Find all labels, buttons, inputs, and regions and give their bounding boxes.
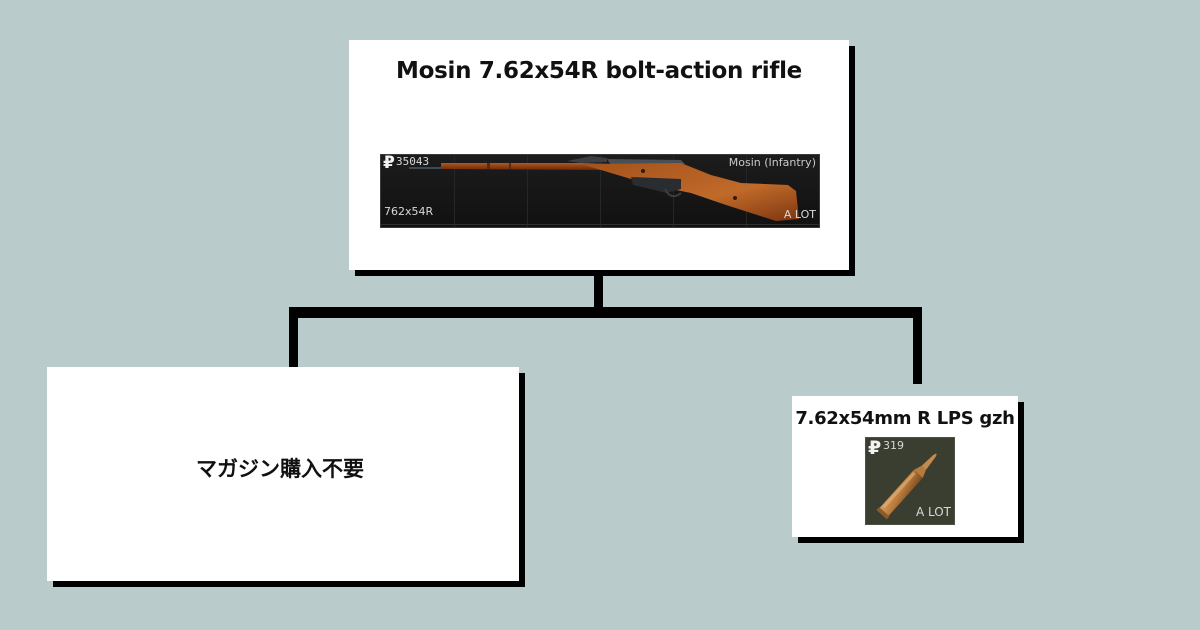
connector-horizontal-bar	[289, 307, 922, 318]
rifle-short-name: Mosin (Infantry)	[728, 156, 816, 169]
connector-left-branch	[289, 307, 298, 369]
rifle-cartridge-icon	[876, 453, 937, 520]
connector-right-branch	[913, 310, 922, 384]
rifle-price: 35043	[396, 155, 430, 168]
ruble-icon: ₽	[383, 154, 395, 173]
ruble-icon: ₽	[868, 437, 882, 459]
rifle-caliber: 762x54R	[384, 205, 434, 218]
root-node-card: Mosin 7.62x54R bolt-action rifle	[349, 40, 849, 270]
ammo-price: 319	[883, 439, 904, 452]
mosin-rifle-icon	[409, 156, 799, 221]
root-node-title: Mosin 7.62x54R bolt-action rifle	[396, 58, 802, 84]
ammo-node-title: 7.62x54mm R LPS gzh	[795, 408, 1015, 429]
magazine-note-text: マガジン購入不要	[196, 457, 364, 481]
child-node-ammo-card: 7.62x54mm R LPS gzh ₽	[792, 396, 1018, 537]
ammo-stock-status: A LOT	[915, 505, 951, 519]
child-node-magazine-note: マガジン購入不要	[47, 367, 519, 581]
ammo-item-tile: ₽ 319 A LOT	[865, 437, 955, 525]
rifle-stock-status: A LOT	[783, 208, 816, 221]
rifle-item-tile: ₽ 35043 Mosin (Infantry) 762x54R A LOT	[380, 154, 820, 228]
connector-root-stem	[594, 270, 603, 312]
